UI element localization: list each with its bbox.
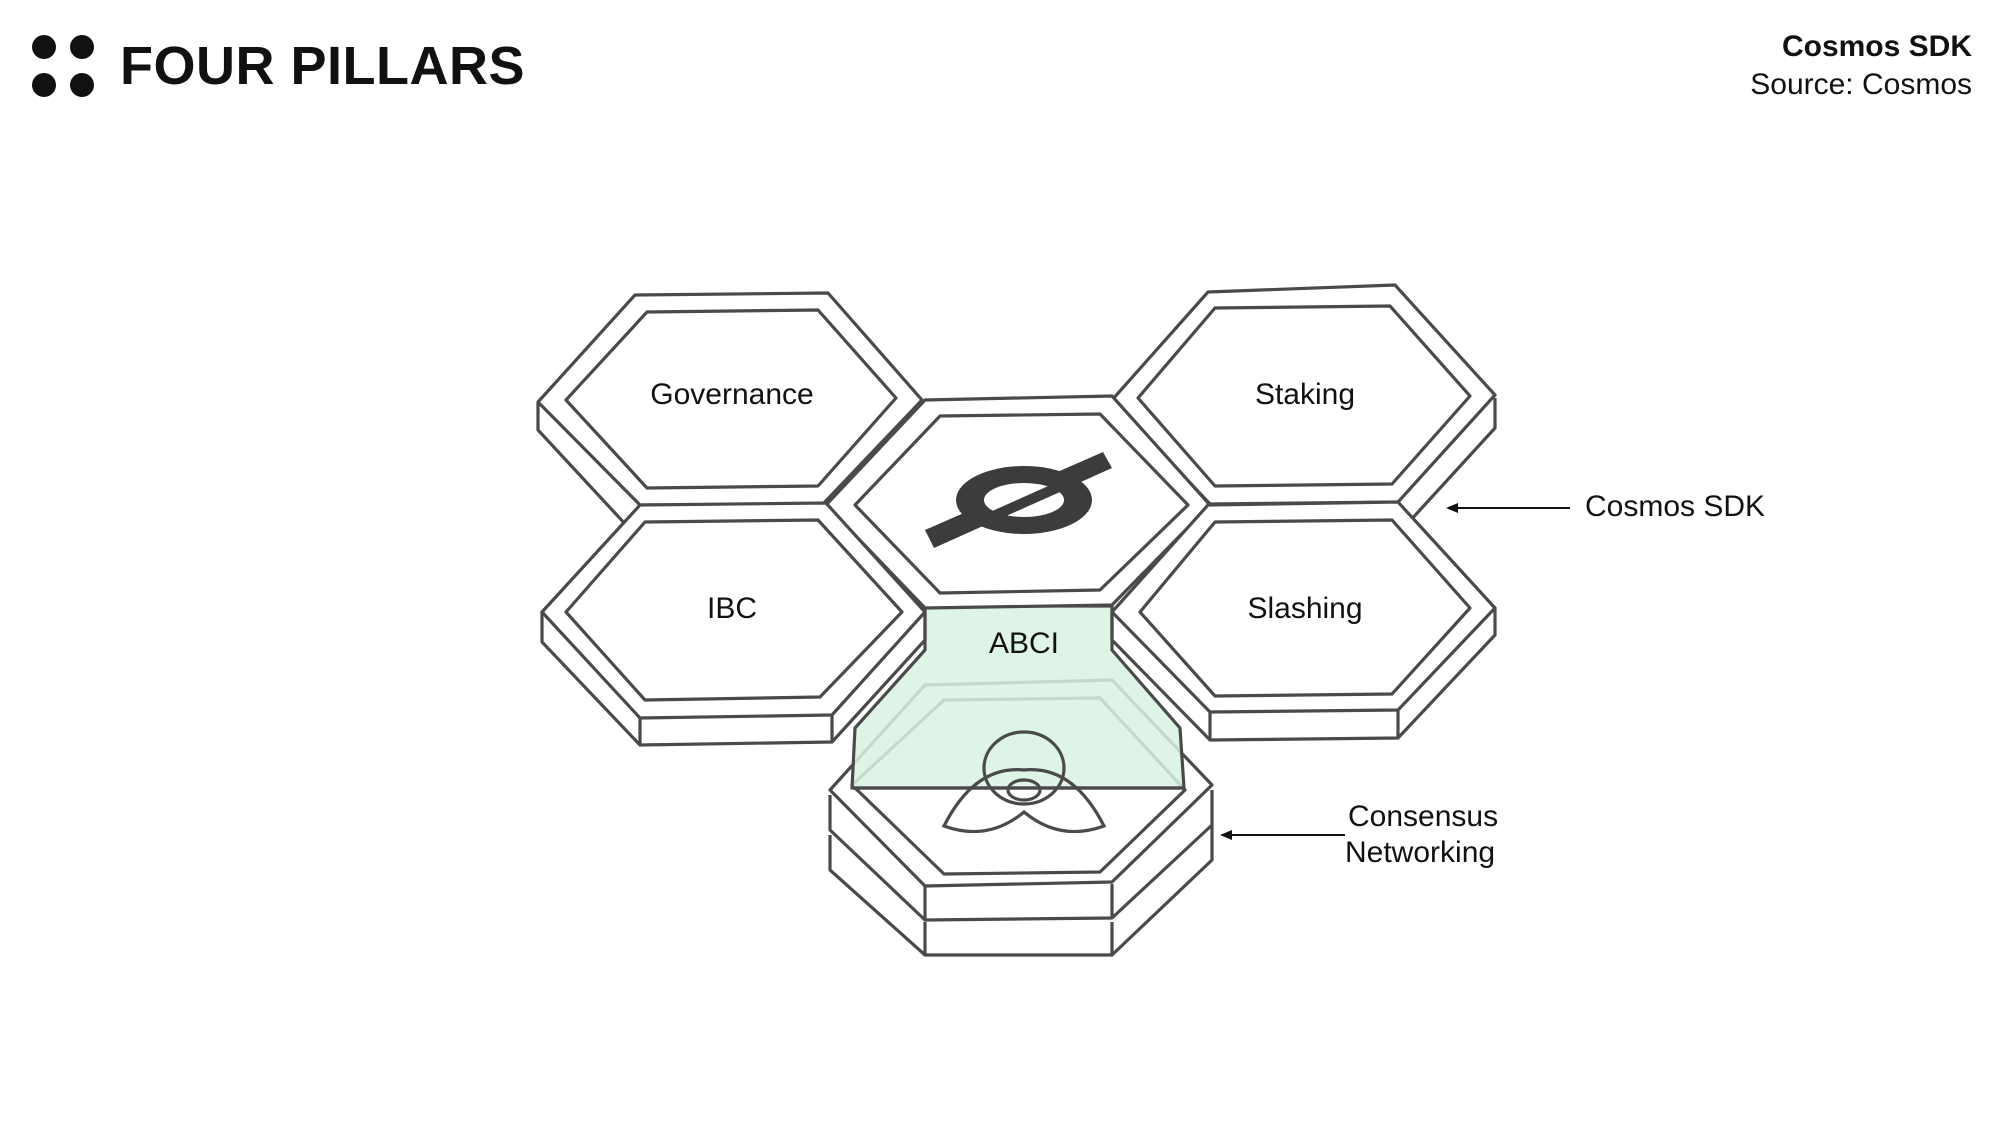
slide-meta: Cosmos SDK Source: Cosmos [1750, 28, 1972, 104]
brand-dots-icon [32, 35, 94, 97]
cosmos-sdk-callout: Cosmos SDK [1446, 490, 1765, 523]
slide-source: Source: Cosmos [1750, 68, 1972, 101]
abci-label: ABCI [989, 627, 1059, 660]
brand-logo: FOUR PILLARS [32, 34, 525, 98]
consensus-logo-icon [941, 730, 1107, 834]
slashing-module-hex: Slashing [1110, 500, 1497, 742]
networking-callout-label: Networking [1345, 836, 1495, 869]
slide-title: Cosmos SDK [1781, 30, 1972, 63]
cosmos-sdk-callout-label: Cosmos SDK [1585, 490, 1765, 523]
ibc-label: IBC [707, 592, 757, 625]
slashing-label: Slashing [1247, 592, 1362, 625]
staking-label: Staking [1255, 378, 1355, 411]
abci-connector: ABCI [850, 604, 1186, 790]
consensus-callout-label: Consensus [1348, 800, 1498, 833]
ibc-module-hex: IBC [540, 501, 927, 747]
governance-module-hex: Governance [536, 291, 924, 542]
cosmos-sdk-logo-icon [925, 452, 1112, 548]
staking-module-hex: Staking [1110, 283, 1497, 538]
brand-name: FOUR PILLARS [120, 36, 525, 96]
consensus-callout: Consensus Networking [1220, 800, 1498, 869]
governance-label: Governance [650, 378, 813, 411]
